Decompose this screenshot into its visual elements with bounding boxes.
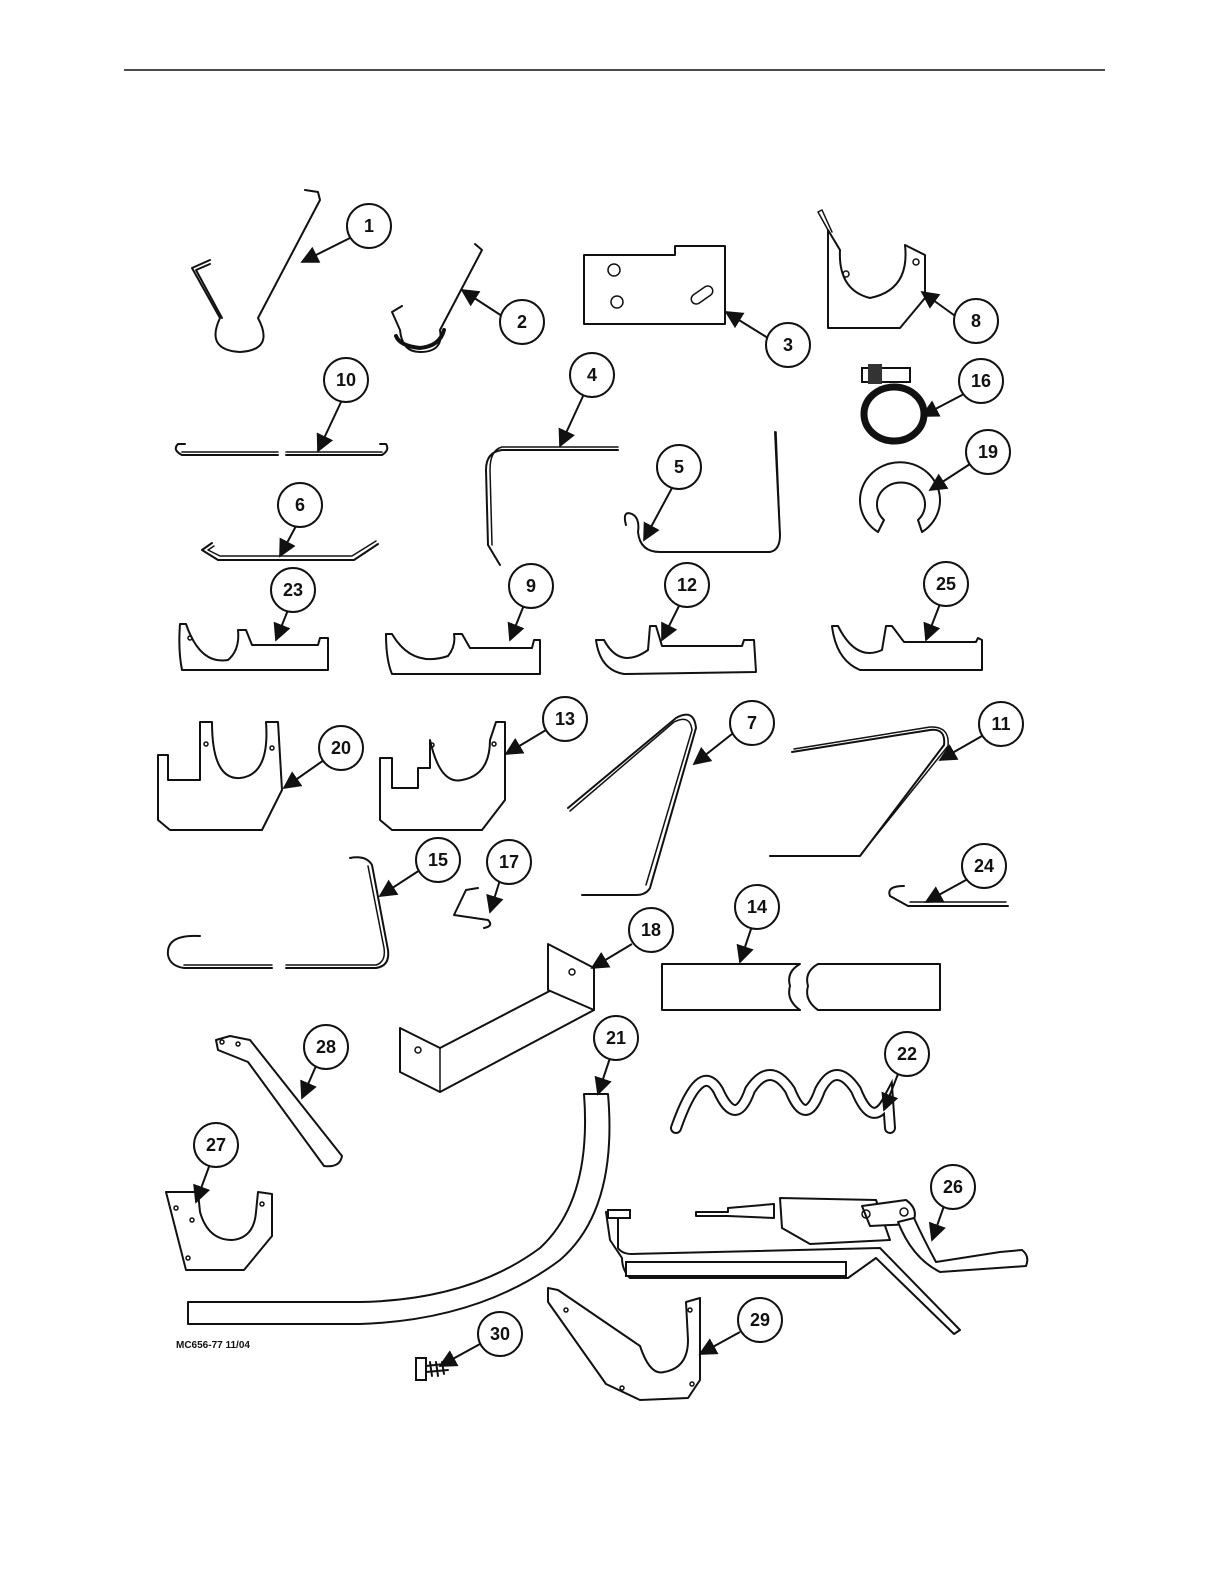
callout-label: 29 [750, 1310, 770, 1330]
callout-label: 21 [606, 1028, 626, 1048]
part-23-plate [179, 624, 328, 670]
callout-29: 29 [738, 1298, 782, 1342]
part-11-rod [770, 727, 948, 856]
callout-23: 23 [271, 568, 315, 612]
callout-label: 15 [428, 850, 448, 870]
callout-label: 20 [331, 738, 351, 758]
part-3-plate [584, 246, 725, 324]
part-27-bracket [166, 1192, 272, 1270]
callout-label: 3 [783, 335, 793, 355]
callout-13: 13 [543, 697, 587, 741]
part-18-channel [400, 944, 594, 1092]
callout-26: 26 [931, 1165, 975, 1209]
callout-label: 30 [490, 1324, 510, 1344]
callout-label: 23 [283, 580, 303, 600]
callout-7: 7 [730, 701, 774, 745]
part-12-plate [596, 626, 756, 674]
callout-label: 2 [517, 312, 527, 332]
callout-label: 27 [206, 1135, 226, 1155]
callout-1: 1 [347, 204, 391, 248]
part-13-bracket [380, 722, 505, 830]
callout-16: 16 [959, 359, 1003, 403]
callout-label: 28 [316, 1037, 336, 1057]
part-30-screw [416, 1358, 448, 1380]
part-16-hose-clamp [862, 364, 924, 441]
callout-label: 12 [677, 575, 697, 595]
part-19-c-ring [860, 462, 940, 532]
callout-label: 7 [747, 713, 757, 733]
part-4-rod [486, 447, 618, 565]
callout-label: 24 [974, 856, 994, 876]
callout-label: 6 [295, 495, 305, 515]
part-21-tube [188, 1094, 609, 1324]
callout-label: 18 [641, 920, 661, 940]
callout-22: 22 [885, 1032, 929, 1076]
callout-label: 1 [364, 216, 374, 236]
callout-2: 2 [500, 300, 544, 344]
part-22-coil [676, 1075, 890, 1128]
callout-18: 18 [629, 908, 673, 952]
callout-24: 24 [962, 844, 1006, 888]
part-17-clip [454, 888, 490, 928]
part-14-pipe [662, 964, 940, 1010]
callout-14: 14 [735, 885, 779, 929]
part-20-bracket [158, 722, 282, 830]
callout-label: 25 [936, 574, 956, 594]
callout-17: 17 [487, 840, 531, 884]
part-15-rod [168, 857, 388, 968]
callout-10: 10 [324, 358, 368, 402]
part-7-rod [568, 715, 696, 895]
callout-label: 10 [336, 370, 356, 390]
callout-9: 9 [509, 564, 553, 608]
callout-28: 28 [304, 1025, 348, 1069]
callout-label: 8 [971, 311, 981, 331]
callout-8: 8 [954, 299, 998, 343]
callout-15: 15 [416, 838, 460, 882]
callout-label: 16 [971, 371, 991, 391]
callout-30: 30 [478, 1312, 522, 1356]
part-1-clip [192, 190, 320, 352]
callout-label: 19 [978, 442, 998, 462]
callout-19: 19 [966, 430, 1010, 474]
callout-label: 13 [555, 709, 575, 729]
callout-25: 25 [924, 562, 968, 606]
part-9-plate [386, 634, 540, 674]
callout-11: 11 [979, 702, 1023, 746]
drawing-code: MC656-77 11/04 [176, 1340, 250, 1351]
callout-3: 3 [766, 323, 810, 367]
part-10-rod [176, 444, 388, 455]
callout-label: 5 [674, 457, 684, 477]
callout-label: 11 [991, 714, 1010, 734]
callout-6: 6 [278, 483, 322, 527]
callout-label: 4 [587, 365, 597, 385]
callout-12: 12 [665, 563, 709, 607]
part-8-bracket [818, 210, 925, 328]
callout-label: 14 [747, 897, 767, 917]
part-29-bracket [548, 1288, 700, 1400]
part-26-assembly [606, 1198, 1027, 1334]
part-6-rod [202, 541, 378, 560]
callout-label: 26 [943, 1177, 963, 1197]
callout-label: 22 [897, 1044, 917, 1064]
part-25-plate [832, 626, 982, 670]
part-2-clip [392, 244, 482, 352]
callout-label: 9 [526, 576, 536, 596]
callout-21: 21 [594, 1016, 638, 1060]
callout-27: 27 [194, 1123, 238, 1167]
callout-4: 4 [570, 353, 614, 397]
callout-20: 20 [319, 726, 363, 770]
callout-label: 17 [499, 852, 519, 872]
callout-5: 5 [657, 445, 701, 489]
